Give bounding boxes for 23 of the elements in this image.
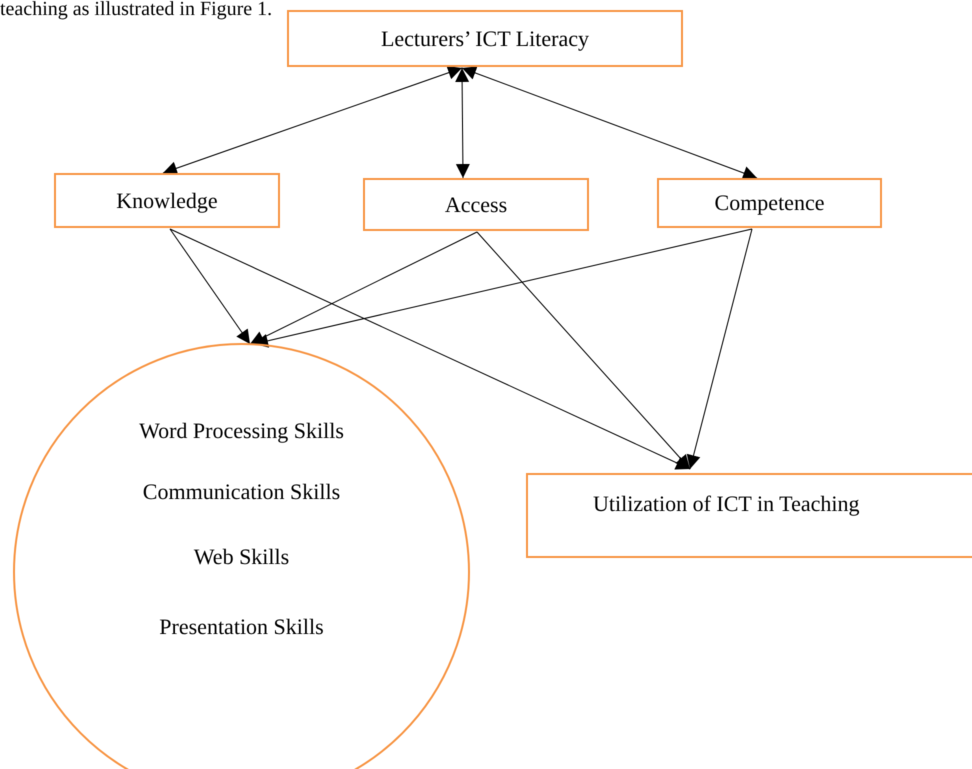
concept-box	[287, 10, 683, 67]
arrow	[476, 232, 690, 470]
skill-text: Word Processing Skills	[138, 418, 345, 444]
skill-text: Web Skills	[192, 544, 290, 570]
arrow	[170, 228, 250, 344]
arrow	[686, 228, 752, 470]
skill-text: Communication Skills	[142, 479, 342, 505]
box-title: Knowledge	[116, 188, 218, 214]
arrow	[250, 232, 478, 344]
concept-box	[363, 178, 589, 231]
arrow	[170, 228, 690, 470]
box-title: Utilization of ICT in Teaching	[593, 491, 860, 517]
arrow	[455, 68, 470, 178]
box-title: Access	[444, 192, 508, 218]
concept-box	[657, 178, 882, 228]
box-title: Competence	[714, 190, 824, 216]
skill-text: Presentation Skills	[158, 614, 325, 640]
box-title: Lecturers’ ICT Literacy	[380, 26, 590, 52]
arrow	[162, 66, 462, 175]
concept-box	[54, 173, 280, 228]
arrow	[462, 66, 758, 180]
body-text: teaching as illustrated in Figure 1.	[0, 0, 272, 18]
concept-box	[526, 473, 972, 558]
